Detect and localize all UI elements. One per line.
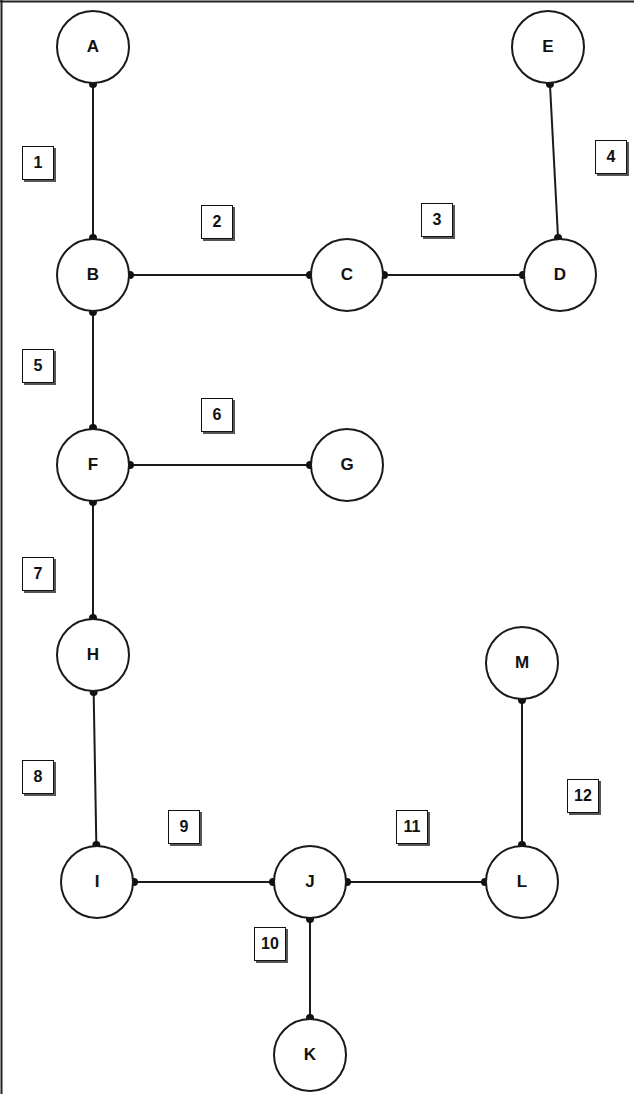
circle-node: L	[485, 845, 559, 919]
callout-number: 8	[22, 760, 54, 794]
callout-number: 7	[22, 557, 54, 591]
circle-node: F	[56, 428, 130, 502]
connector-segment	[92, 84, 94, 238]
connector-segment	[92, 312, 94, 428]
connector-segment	[134, 881, 273, 883]
callout-number: 12	[567, 779, 599, 813]
node-letter: H	[87, 645, 99, 665]
connector-segment	[347, 881, 485, 883]
connector-line	[380, 271, 527, 279]
connector-line	[546, 80, 562, 242]
callout-number: 10	[254, 927, 286, 961]
circle-shape	[311, 239, 383, 311]
circle-shape	[57, 429, 129, 501]
connector-segment	[550, 84, 558, 238]
connector-line	[90, 688, 101, 849]
circle-node: B	[56, 238, 130, 312]
circle-node: A	[56, 10, 130, 84]
node-letter: A	[87, 37, 99, 57]
callout-number: 2	[201, 205, 233, 239]
connector-segment	[384, 274, 523, 276]
callout-number: 9	[168, 810, 200, 844]
circle-shape	[311, 429, 383, 501]
connector-line	[126, 461, 314, 469]
frame-line	[1, 0, 3, 1094]
node-letter: L	[517, 872, 527, 892]
circle-shape	[274, 846, 346, 918]
connector-line	[89, 80, 97, 242]
connector-line	[306, 915, 314, 1022]
node-letter: J	[305, 872, 314, 892]
circle-shape	[486, 627, 558, 699]
circle-node: G	[310, 428, 384, 502]
circle-shape	[512, 11, 584, 83]
node-letter: B	[87, 265, 99, 285]
connector-segment	[309, 919, 311, 1018]
frame-line	[0, 1, 634, 3]
connector-segment	[130, 274, 310, 276]
callout-number: 6	[201, 398, 233, 432]
node-letter: F	[88, 455, 98, 475]
connector-segment	[94, 692, 97, 845]
circle-node: J	[273, 845, 347, 919]
callout-number: 5	[22, 349, 54, 383]
connector-line	[518, 696, 526, 849]
node-letter: D	[554, 265, 566, 285]
circle-shape	[57, 239, 129, 311]
circle-node: K	[273, 1018, 347, 1092]
node-letter: I	[95, 872, 100, 892]
circle-shape	[524, 239, 596, 311]
node-letter: K	[304, 1045, 316, 1065]
circle-shape	[61, 846, 133, 918]
connector-segment	[521, 700, 523, 845]
node-letter: M	[515, 653, 529, 673]
circle-shape	[57, 619, 129, 691]
callout-number: 1	[22, 146, 54, 180]
callout-number: 3	[421, 203, 453, 237]
connector-segment	[130, 464, 310, 466]
circle-shape	[274, 1019, 346, 1091]
connector-line	[89, 498, 97, 622]
connector-segment	[92, 502, 94, 618]
connector-line	[89, 308, 97, 432]
circle-node: M	[485, 626, 559, 700]
node-letter: E	[542, 37, 553, 57]
circle-node: C	[310, 238, 384, 312]
node-letter: G	[340, 455, 353, 475]
circle-shape	[57, 11, 129, 83]
connector-line	[343, 878, 489, 886]
node-letter: C	[341, 265, 353, 285]
connector-line	[130, 878, 277, 886]
circle-node: E	[511, 10, 585, 84]
circle-shape	[486, 846, 558, 918]
circle-node: I	[60, 845, 134, 919]
callout-number: 11	[396, 810, 428, 844]
circle-node: H	[56, 618, 130, 692]
circle-node: D	[523, 238, 597, 312]
connector-line	[126, 271, 314, 279]
callout-number: 4	[595, 140, 627, 174]
